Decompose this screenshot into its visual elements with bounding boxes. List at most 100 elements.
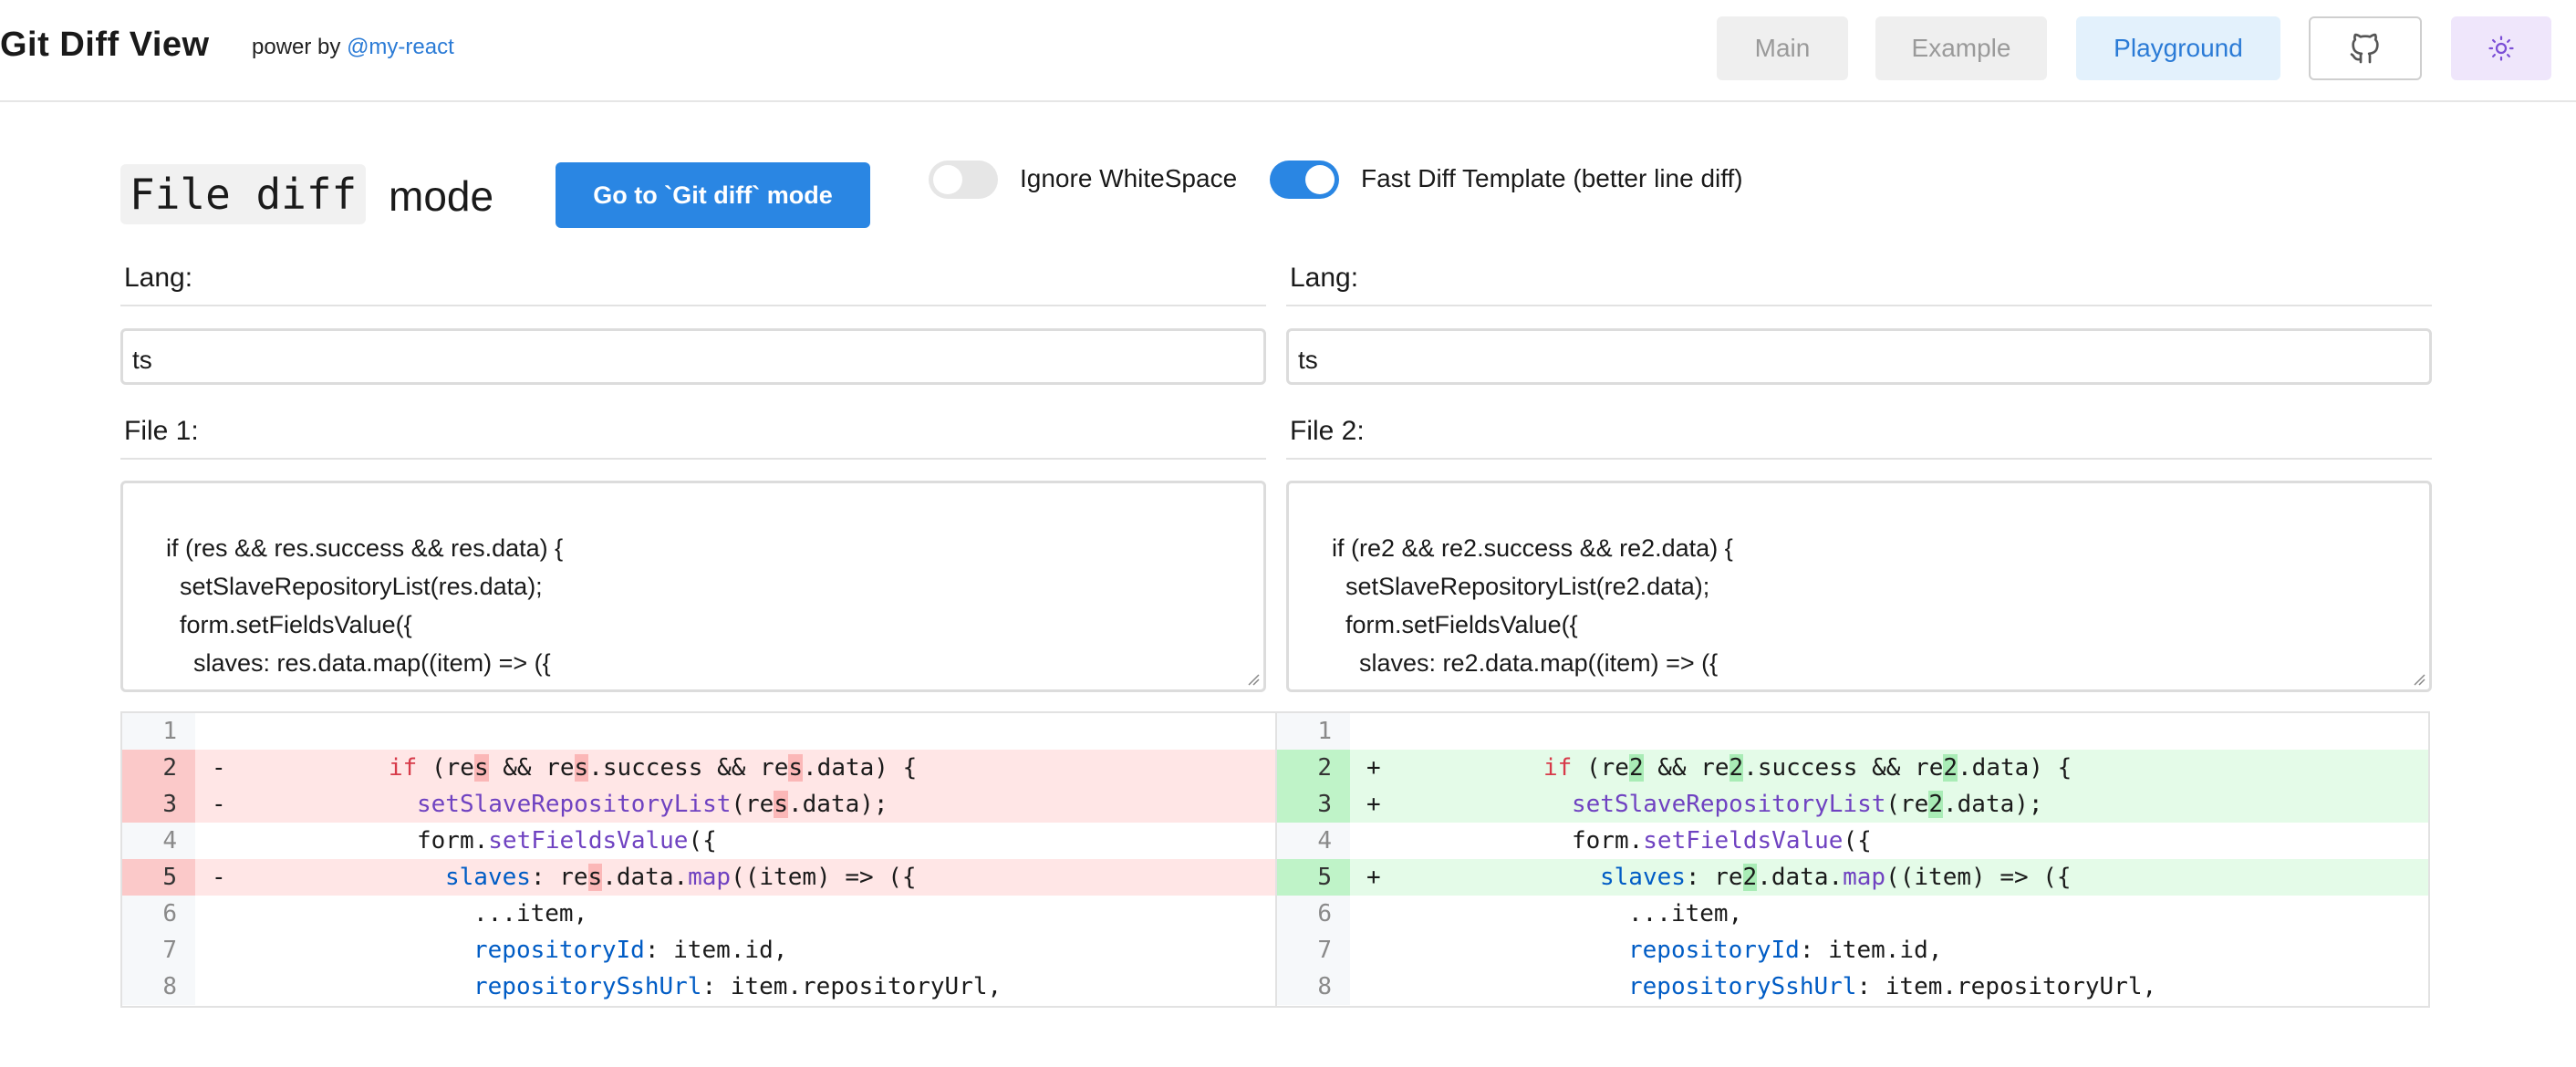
nav-playground-button[interactable]: Playground (2076, 16, 2280, 80)
line-number-text: 3 (162, 791, 177, 818)
line-number-text: 2 (162, 754, 177, 782)
right-file-textarea[interactable]: if (re2 && re2.success && re2.data) { se… (1286, 481, 2432, 692)
diff-row: 6 ...item, (1277, 896, 2428, 932)
diff-row: 4 form.setFieldsValue({ (1277, 823, 2428, 859)
code-line: ...item, (1628, 900, 1743, 927)
code-line: if (res && res.success && res.data) { (389, 754, 918, 782)
line-number-text: 2 (1317, 754, 1332, 782)
code-line: repositorySshUrl: item.repositoryUrl, (1628, 973, 2157, 1000)
line-number-text: 1 (1317, 718, 1332, 745)
diff-row-added: 2 + if (re2 && re2.success && re2.data) … (1277, 750, 2428, 786)
code-line: setSlaveRepositoryList(re2.data); (1572, 791, 2043, 818)
line-number: 2 (1277, 750, 1350, 786)
line-number: 4 (1277, 823, 1350, 859)
nav-example-button[interactable]: Example (1875, 16, 2047, 80)
line-number: 8 (122, 969, 195, 1005)
textarea-line: form.setFieldsValue({ (1291, 611, 1578, 638)
right-file-label: File 2: (1290, 416, 1365, 446)
diff-row-deleted: 3 - setSlaveRepositoryList(res.data); (122, 786, 1275, 823)
plus-sign: + (1366, 791, 1381, 818)
resize-grip-icon[interactable] (1247, 673, 1260, 686)
line-number: 1 (122, 713, 195, 750)
ignore-whitespace-label: Ignore WhiteSpace (1020, 164, 1238, 192)
code-line: repositorySshUrl: item.repositoryUrl, (473, 973, 1002, 1000)
github-icon (2350, 33, 2379, 64)
textarea-line: slaves: res.data.map((item) => ({ (125, 649, 551, 677)
line-number-text: 7 (162, 937, 177, 964)
mode-code-label: File diff (120, 164, 367, 224)
power-by-label: power by (252, 35, 348, 59)
diff-row: 1 (122, 713, 1275, 750)
my-react-link[interactable]: @my-react (347, 35, 454, 59)
line-number-text: 1 (162, 718, 177, 745)
diff-row-added: 5 + slaves: re2.data.map((item) => ({ (1277, 859, 2428, 896)
diff-row: 8 repositorySshUrl: item.repositoryUrl, (122, 969, 1275, 1005)
app-title: Git Diff View (0, 26, 210, 64)
right-lang-input[interactable]: ts (1286, 328, 2432, 385)
mode-word-label: mode (389, 172, 494, 220)
diff-row-deleted: 2 - if (res && res.success && res.data) … (122, 750, 1275, 786)
diff-view: 1 2 - if (res && res.success && res.data… (120, 711, 2430, 1008)
left-lang-label: Lang: (124, 263, 193, 293)
code-line: repositoryId: item.id, (473, 937, 788, 964)
diff-row: 4 form.setFieldsValue({ (122, 823, 1275, 859)
textarea-line: slaves: re2.data.map((item) => ({ (1291, 649, 1719, 677)
fast-diff-label: Fast Diff Template (better line diff) (1361, 164, 1743, 192)
git-diff-mode-button[interactable]: Go to `Git diff` mode (556, 162, 870, 228)
divider (1286, 458, 2432, 460)
textarea-line: setSlaveRepositoryList(res.data); (125, 573, 543, 600)
line-number-text: 4 (1317, 827, 1332, 855)
line-number: 1 (1277, 713, 1350, 750)
diff-row: 7 repositoryId: item.id, (1277, 932, 2428, 969)
code-line: slaves: re2.data.map((item) => ({ (1600, 864, 2072, 891)
code-line: form.setFieldsValue({ (1572, 827, 1872, 855)
divider (1286, 305, 2432, 306)
line-number-text: 7 (1317, 937, 1332, 964)
code-line: repositoryId: item.id, (1628, 937, 1943, 964)
code-line: form.setFieldsValue({ (417, 827, 717, 855)
textarea-line: form.setFieldsValue({ (125, 611, 412, 638)
code-line: ...item, (473, 900, 588, 927)
diff-old-pane: 1 2 - if (res && res.success && res.data… (122, 713, 1277, 1006)
minus-sign: - (212, 754, 226, 782)
code-line: setSlaveRepositoryList(res.data); (417, 791, 888, 818)
line-number: 7 (1277, 932, 1350, 969)
line-number-text: 5 (1317, 864, 1332, 891)
left-file-label: File 1: (124, 416, 199, 446)
code-line: if (re2 && re2.success && re2.data) { (1543, 754, 2072, 782)
ignore-whitespace-toggle[interactable] (929, 161, 998, 199)
theme-toggle-button[interactable] (2451, 16, 2551, 80)
line-number: 5 (1277, 859, 1350, 896)
line-number: 5 (122, 859, 195, 896)
nav-main-button[interactable]: Main (1717, 16, 1848, 80)
app-header: Git Diff View power by @my-react Main Ex… (0, 0, 2576, 102)
line-number: 3 (122, 786, 195, 823)
toggle-knob (1305, 165, 1335, 194)
textarea-line: setSlaveRepositoryList(re2.data); (1291, 573, 1710, 600)
sun-icon (2488, 36, 2514, 61)
line-number-text: 8 (1317, 973, 1332, 1000)
divider (120, 458, 1266, 460)
diff-row: 6 ...item, (122, 896, 1275, 932)
diff-row: 8 repositorySshUrl: item.repositoryUrl, (1277, 969, 2428, 1005)
line-number: 2 (122, 750, 195, 786)
line-number-text: 3 (1317, 791, 1332, 818)
textarea-line: if (res && res.success && res.data) { (125, 534, 564, 562)
power-by-text: power by @my-react (252, 35, 454, 60)
line-number: 8 (1277, 969, 1350, 1005)
github-button[interactable] (2309, 16, 2422, 80)
left-lang-input[interactable]: ts (120, 328, 1266, 385)
line-number-text: 8 (162, 973, 177, 1000)
toggle-knob (933, 165, 962, 194)
line-number: 7 (122, 932, 195, 969)
diff-row: 7 repositoryId: item.id, (122, 932, 1275, 969)
line-number-text: 6 (1317, 900, 1332, 927)
line-number-text: 5 (162, 864, 177, 891)
divider (120, 305, 1266, 306)
fast-diff-toggle[interactable] (1270, 161, 1339, 199)
left-file-textarea[interactable]: if (res && res.success && res.data) { se… (120, 481, 1266, 692)
minus-sign: - (212, 864, 226, 891)
line-number: 3 (1277, 786, 1350, 823)
resize-grip-icon[interactable] (2413, 673, 2425, 686)
diff-row: 1 (1277, 713, 2428, 750)
